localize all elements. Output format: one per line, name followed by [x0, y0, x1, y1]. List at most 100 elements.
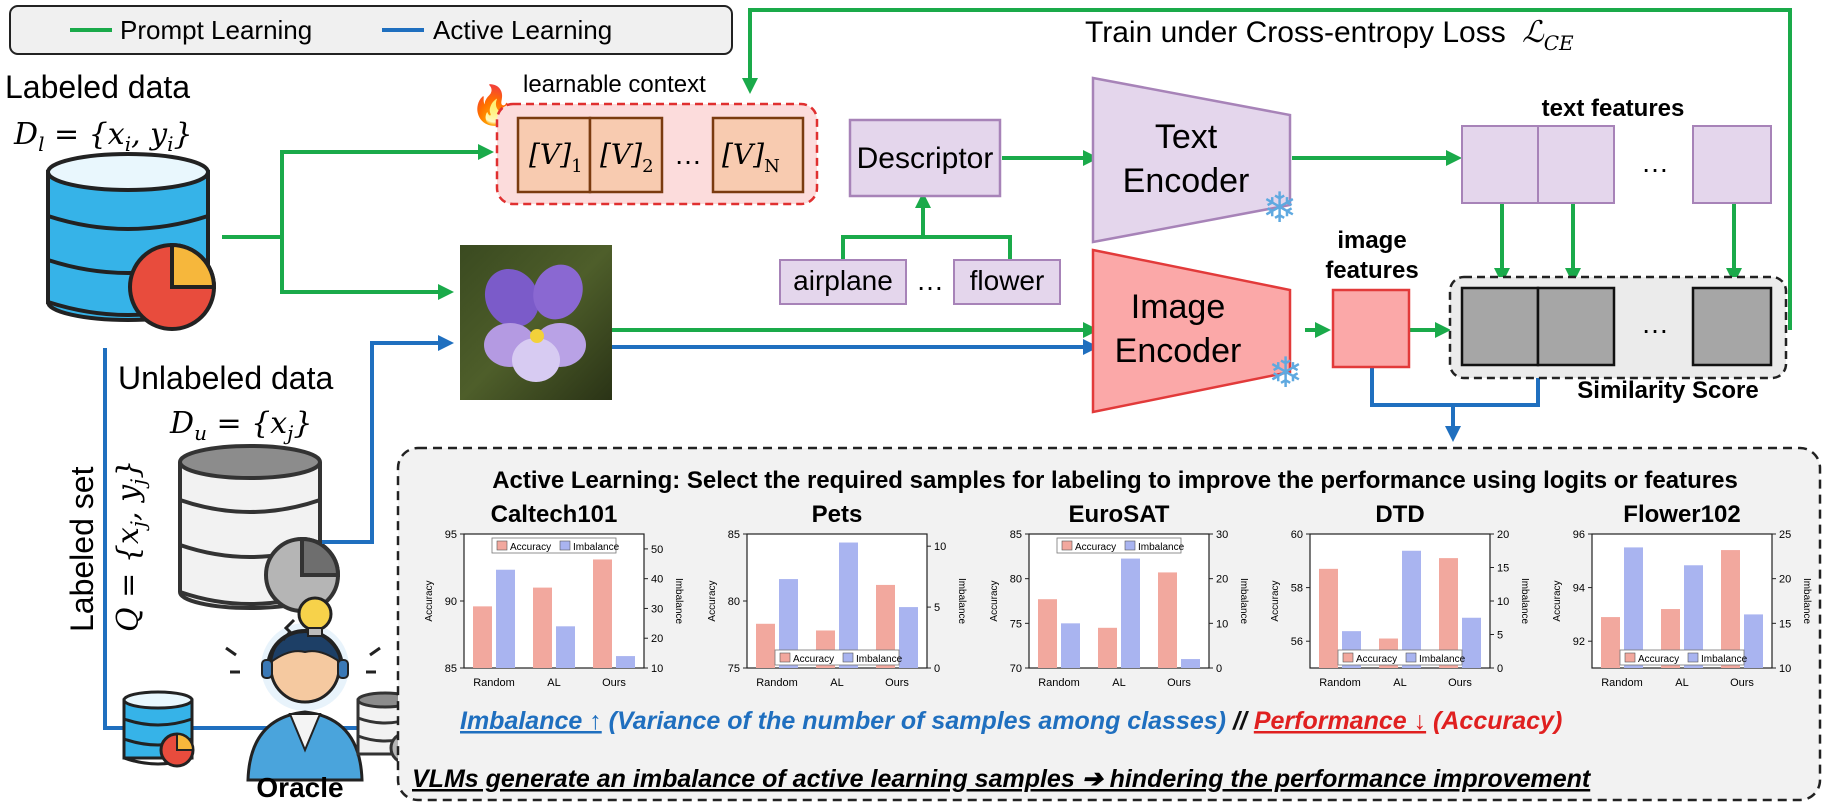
accuracy-bar	[1601, 617, 1620, 668]
y-axis-label: Accuracy	[707, 580, 718, 621]
imbalance-bar	[556, 626, 575, 668]
y-axis-label: Accuracy	[989, 580, 1000, 621]
imbalance-bar	[1624, 547, 1643, 668]
x-tick-label: AL	[1393, 677, 1406, 689]
class-dots: …	[916, 265, 944, 296]
legend-box	[1056, 537, 1182, 554]
plot-area	[746, 533, 928, 669]
variance-text: (Variance of the number of samples among…	[602, 707, 1233, 735]
legend-label-imbalance: Imbalance	[856, 654, 903, 665]
y2-tick-label: 20	[1779, 574, 1791, 586]
imbalance-bar	[1744, 614, 1763, 668]
y-tick-label: 85	[445, 663, 457, 675]
legend-label-imbalance: Imbalance	[1701, 654, 1748, 665]
performance-text: Performance ↓	[1254, 707, 1426, 735]
legend-active-learning: Active Learning	[433, 15, 612, 45]
chart-title: Caltech101	[491, 501, 618, 528]
accuracy-bar	[473, 606, 492, 668]
svg-text:features: features	[1325, 257, 1418, 284]
accuracy-bar	[593, 559, 612, 668]
y2-tick-label: 5	[1497, 630, 1503, 642]
legend-prompt-learning: Prompt Learning	[120, 15, 312, 45]
y-tick-label: 95	[445, 529, 457, 541]
y-tick-label: 90	[445, 596, 457, 608]
y2-tick-label: 20	[1216, 574, 1228, 586]
plot-area	[1309, 533, 1491, 669]
svg-text:Encoder: Encoder	[1123, 162, 1250, 200]
x-tick-label: Ours	[1730, 677, 1754, 689]
accuracy-bar	[1158, 572, 1177, 668]
imbalance-bar	[616, 656, 635, 668]
text-features-dots: …	[1641, 147, 1669, 178]
y2-tick-label: 0	[934, 663, 940, 675]
plot-area	[1028, 533, 1210, 669]
class-names: airplane … flower	[779, 259, 1061, 305]
imbalance-statement: Imbalance ↑ (Variance of the number of s…	[460, 707, 1562, 735]
accuracy-text: (Accuracy)	[1426, 707, 1562, 735]
labeled-data-formula: Dl = {xi, yi}	[13, 117, 193, 156]
y2-tick-label: 15	[1779, 618, 1791, 630]
y-tick-label: 58	[1291, 583, 1303, 595]
y-axis-label: Accuracy	[1270, 580, 1281, 621]
context-token-n: [V]N	[722, 138, 780, 177]
accuracy-bar	[876, 584, 895, 668]
learnable-context: 🔥 learnable context [V]1 [V]2 … [V]N	[470, 71, 819, 206]
imbalance-bar	[1684, 565, 1703, 668]
y2-tick-label: 0	[1497, 663, 1503, 675]
legend-swatch-imbalance	[1405, 652, 1417, 663]
legend-swatch-accuracy	[1624, 652, 1636, 663]
legend-label-imbalance: Imbalance	[573, 542, 620, 553]
y-axis-label: Accuracy	[424, 580, 435, 621]
descriptor-box: Descriptor	[848, 118, 1002, 198]
snowflake-icon: ❄	[1262, 184, 1297, 231]
svg-text:Q = {xj, yj}: Q = {xj, yj}	[111, 460, 150, 632]
labeled-data-title: Labeled data	[5, 69, 190, 105]
y-tick-label: 80	[1010, 574, 1022, 586]
y2-axis-label: Imbalance	[1519, 578, 1530, 625]
y2-tick-label: 0	[1216, 663, 1222, 675]
similarity-dots: …	[1641, 308, 1669, 339]
svg-text:Descriptor: Descriptor	[857, 142, 994, 175]
svg-text:Labeled set: Labeled set	[64, 466, 100, 632]
class-flower: flower	[970, 265, 1045, 296]
x-tick-label: Ours	[1448, 677, 1472, 689]
x-tick-label: Random	[1601, 677, 1643, 689]
x-tick-label: Ours	[602, 677, 626, 689]
imbalance-bar	[899, 607, 918, 668]
plot-area	[1591, 533, 1773, 669]
y2-tick-label: 10	[1779, 663, 1791, 675]
y2-tick-label: 10	[651, 663, 663, 675]
y-tick-label: 96	[1573, 529, 1585, 541]
y2-tick-label: 25	[1779, 529, 1791, 541]
class-airplane: airplane	[793, 265, 893, 296]
oracle-label: Oracle	[256, 772, 343, 803]
y-tick-label: 85	[1010, 529, 1022, 541]
train-under-label: Train under Cross-entropy Loss ℒCE	[1085, 15, 1574, 55]
database-icon	[46, 152, 217, 331]
chart-title: DTD	[1375, 501, 1424, 528]
y-tick-label: 60	[1291, 529, 1303, 541]
y2-tick-label: 10	[934, 541, 946, 553]
legend-box	[774, 649, 900, 666]
legend-swatch-accuracy	[496, 540, 508, 551]
y-tick-label: 80	[728, 596, 740, 608]
imbalance-bar	[1462, 617, 1481, 668]
legend-box	[491, 537, 617, 554]
legend-box	[1619, 649, 1745, 666]
legend-swatch-imbalance	[1687, 652, 1699, 663]
y2-tick-label: 20	[651, 633, 663, 645]
y2-tick-label: 5	[934, 602, 940, 614]
y-tick-label: 94	[1573, 583, 1585, 595]
image-encoder: Image Encoder ❄	[1091, 248, 1303, 414]
x-tick-label: AL	[830, 677, 843, 689]
y-tick-label: 75	[728, 663, 740, 675]
imbalance-bar	[779, 579, 798, 668]
text-encoder: Text Encoder ❄	[1091, 76, 1297, 244]
chart-title: EuroSAT	[1069, 501, 1170, 528]
y2-tick-label: 15	[1497, 563, 1509, 575]
x-tick-label: Random	[1038, 677, 1080, 689]
